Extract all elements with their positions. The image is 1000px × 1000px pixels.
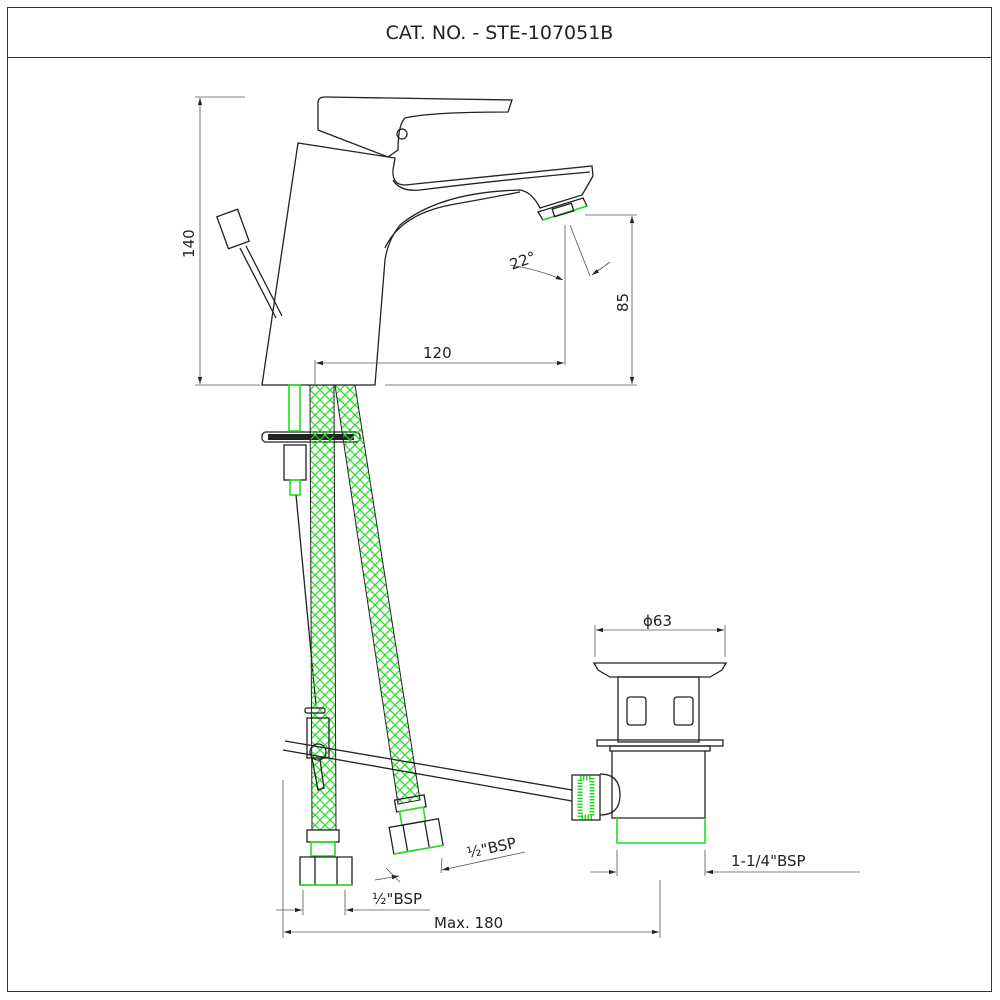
hose-right — [334, 384, 444, 855]
title-block: CAT. NO. - STE-107051B — [7, 7, 992, 58]
dim-spout-height: 85 — [614, 293, 632, 312]
hose-left — [299, 384, 353, 886]
faucet-body — [261, 96, 594, 386]
pop-up-rod — [282, 707, 573, 802]
lift-rod — [216, 208, 283, 319]
drain-waste — [571, 662, 728, 844]
dim-drain-diameter: ϕ63 — [643, 612, 672, 630]
dim-drain-thread: 1-1/4"BSP — [731, 852, 806, 870]
dimension-lines — [195, 96, 860, 938]
dim-height-total: 140 — [180, 229, 198, 258]
dim-max-length: Max. 180 — [434, 914, 503, 932]
dim-hose-thread-right: ½"BSP — [465, 834, 518, 862]
dim-spout-reach: 120 — [423, 344, 452, 362]
catalog-number: CAT. NO. - STE-107051B — [385, 21, 614, 44]
dim-hose-thread-left: ½"BSP — [372, 890, 422, 908]
